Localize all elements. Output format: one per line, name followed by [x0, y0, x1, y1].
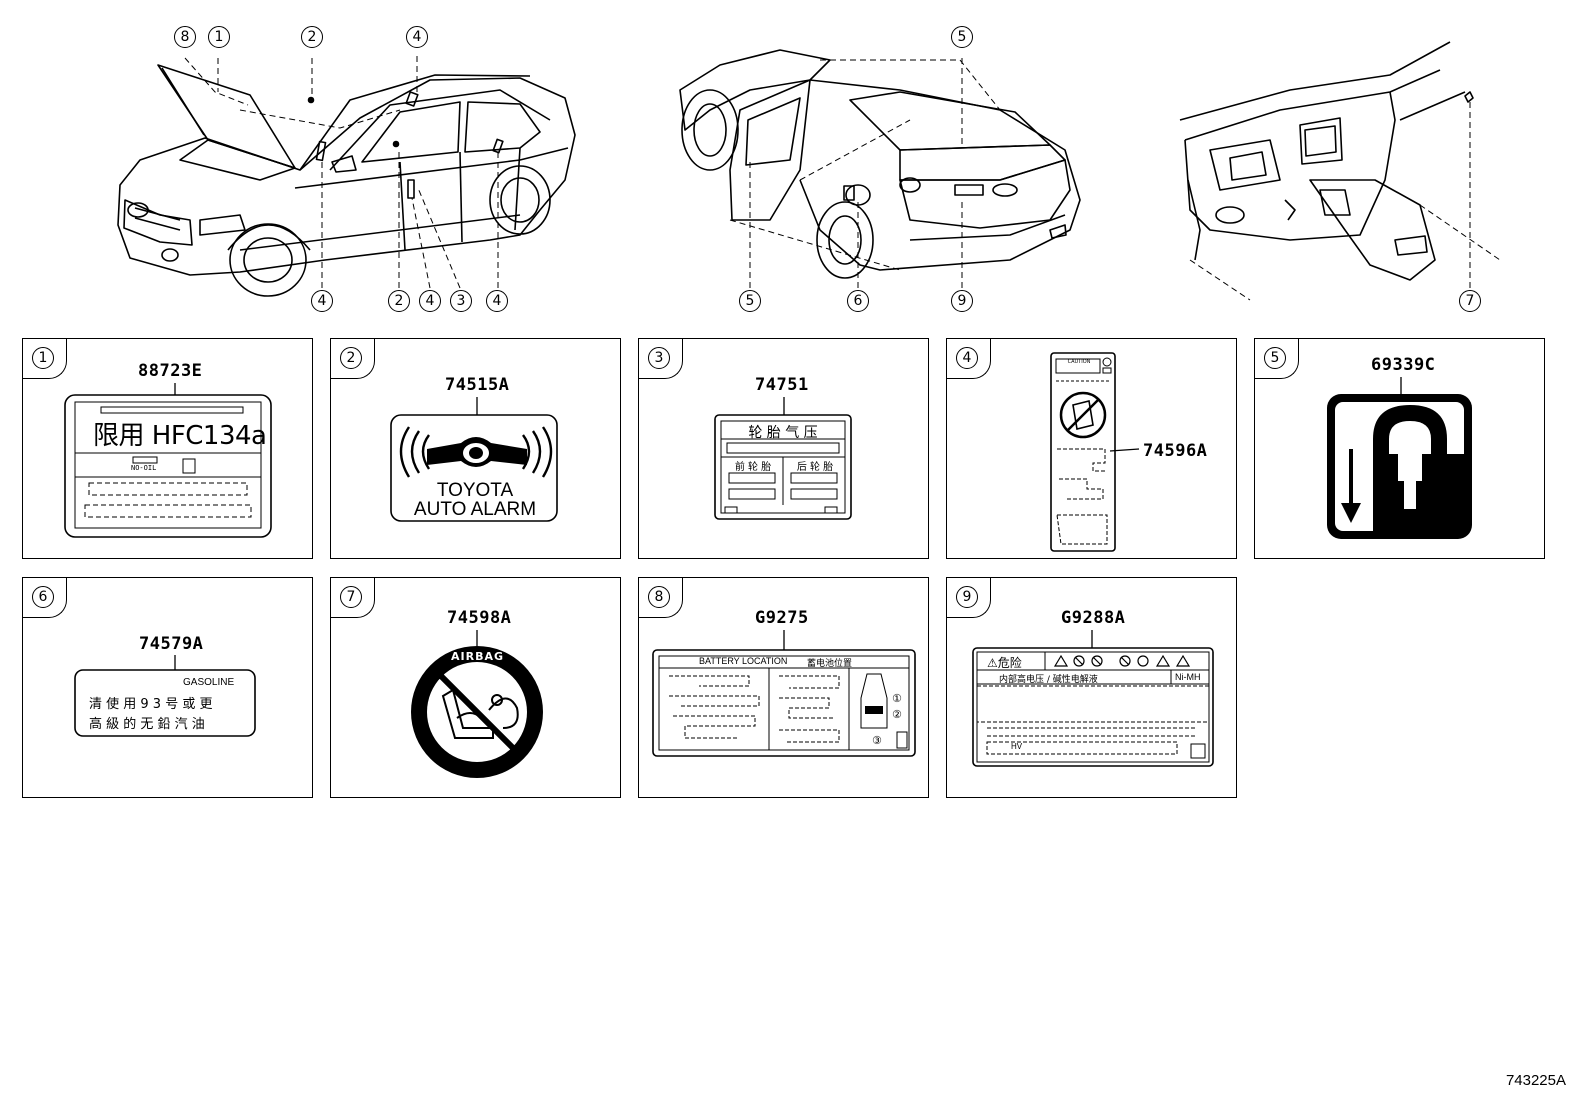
- label-text-tire-pressure: 轮 胎 气 压: [748, 425, 818, 441]
- callout-8: 8: [174, 26, 196, 48]
- panel-5: 5 69339C: [1254, 338, 1545, 559]
- part-number: G9275: [755, 608, 809, 628]
- callout-4: 4: [486, 290, 508, 312]
- panel-8: 8 G9275 BATTERY LOCATION 蓄电池位置 ① ② ③: [638, 577, 929, 798]
- panel-number: 8: [648, 586, 670, 608]
- callout-4: 4: [311, 290, 333, 312]
- diagram-reference-code: 743225A: [1505, 1072, 1566, 1089]
- panel-tab: 2: [331, 339, 375, 379]
- panel-4: 4 74596A CAUTION: [946, 338, 1237, 559]
- label-text-nimh: Ni-MH: [1175, 672, 1201, 682]
- label-text-hv: HV: [1011, 742, 1023, 751]
- label-text-caution: CAUTION: [1067, 359, 1091, 365]
- car-rear-drawing: [679, 49, 1081, 288]
- callout-5: 5: [739, 290, 761, 312]
- part-number: 74515A: [445, 375, 510, 395]
- callout-3: 3: [450, 290, 472, 312]
- label-text-auto-alarm: AUTO ALARM: [413, 499, 537, 520]
- panel-tab: 3: [639, 339, 683, 379]
- panel-number: 5: [1264, 347, 1286, 369]
- label-outline: [64, 383, 272, 538]
- label-marker-1: ①: [892, 692, 902, 705]
- panel-1: 1 88723E 限用 HFC134a NO-OIL: [22, 338, 313, 559]
- callout-2: 2: [301, 26, 323, 48]
- label-text-toyota: TOYOTA: [436, 480, 514, 501]
- panel-tab: 5: [1255, 339, 1299, 379]
- callout-5: 5: [951, 26, 973, 48]
- label-text-refrigerant: 限用 HFC134a: [93, 421, 267, 451]
- label-text-airbag: AIRBAG: [451, 650, 505, 663]
- callout-6: 6: [847, 290, 869, 312]
- callout-1: 1: [208, 26, 230, 48]
- panel-number: 9: [956, 586, 978, 608]
- panel-tab: 6: [23, 578, 67, 618]
- panel-tab: 9: [947, 578, 991, 618]
- panel-tab: 4: [947, 339, 991, 379]
- panel-9: 9 G9288A ⚠危险 内部高电压 / 碱性电解液 Ni-MH HV: [946, 577, 1237, 798]
- panel-number: 2: [340, 347, 362, 369]
- part-number: 74598A: [447, 608, 512, 628]
- label-outline: [714, 397, 852, 520]
- panel-tab: 8: [639, 578, 683, 618]
- label-outline: [390, 397, 558, 522]
- label-marker-3: ③: [872, 734, 882, 747]
- part-number: 69339C: [1371, 355, 1436, 375]
- part-number: 88723E: [138, 361, 203, 381]
- panel-number: 3: [648, 347, 670, 369]
- label-text-front-tire: 前 轮 胎: [734, 462, 772, 473]
- label-marker-2: ②: [892, 708, 902, 721]
- label-text-no-oil: NO-OIL: [131, 464, 157, 472]
- airbag-warning-symbol: [411, 630, 543, 778]
- panel-number: 1: [32, 347, 54, 369]
- label-outline: [652, 630, 916, 757]
- label-text-battery-location: BATTERY LOCATION: [699, 656, 788, 666]
- part-number: G9288A: [1061, 608, 1126, 628]
- label-text-high-voltage: 内部高电压 / 碱性电解液: [999, 675, 1098, 685]
- label-text-danger: ⚠危险: [987, 656, 1022, 670]
- child-lock-symbol: [1327, 377, 1472, 539]
- callout-2: 2: [388, 290, 410, 312]
- part-number: 74596A: [1143, 441, 1208, 461]
- label-outline: [972, 630, 1214, 767]
- dashboard-view: 7: [1170, 30, 1530, 320]
- car-rear-view: 5 5 6 9: [670, 20, 1100, 320]
- callout-4: 4: [406, 26, 428, 48]
- panel-7: 7 74598A AIRBAG: [330, 577, 621, 798]
- label-text-gasoline: GASOLINE: [183, 677, 235, 688]
- label-text-line2: 高 級 的 无 鉛 汽 油: [89, 717, 205, 732]
- dashboard-drawing: [1179, 41, 1501, 301]
- label-outline: [1050, 352, 1140, 552]
- label-text-battery-location-cn: 蓄电池位置: [807, 659, 853, 669]
- callout-4: 4: [419, 290, 441, 312]
- panel-2: 2 74515A TOYOTA AUTO ALARM: [330, 338, 621, 559]
- panel-tab: 7: [331, 578, 375, 618]
- part-number: 74579A: [139, 634, 204, 654]
- part-number: 74751: [755, 375, 809, 395]
- callout-9: 9: [951, 290, 973, 312]
- label-text-line1: 清 使 用 9 3 号 或 更: [89, 697, 213, 712]
- label-outline: [74, 655, 256, 737]
- car-front-drawing: [117, 56, 576, 297]
- label-text-rear-tire: 后 轮 胎: [796, 462, 834, 473]
- panel-3: 3 74751 轮 胎 气 压 前 轮 胎 后 轮 胎: [638, 338, 929, 559]
- panel-number: 4: [956, 347, 978, 369]
- panel-6: 6 74579A GASOLINE 清 使 用 9 3 号 或 更 高 級 的 …: [22, 577, 313, 798]
- car-front-view: 8 1 2 4 4 2 4 3 4: [100, 20, 600, 320]
- panel-tab: 1: [23, 339, 67, 379]
- callout-7: 7: [1459, 290, 1481, 312]
- panel-number: 6: [32, 586, 54, 608]
- panel-number: 7: [340, 586, 362, 608]
